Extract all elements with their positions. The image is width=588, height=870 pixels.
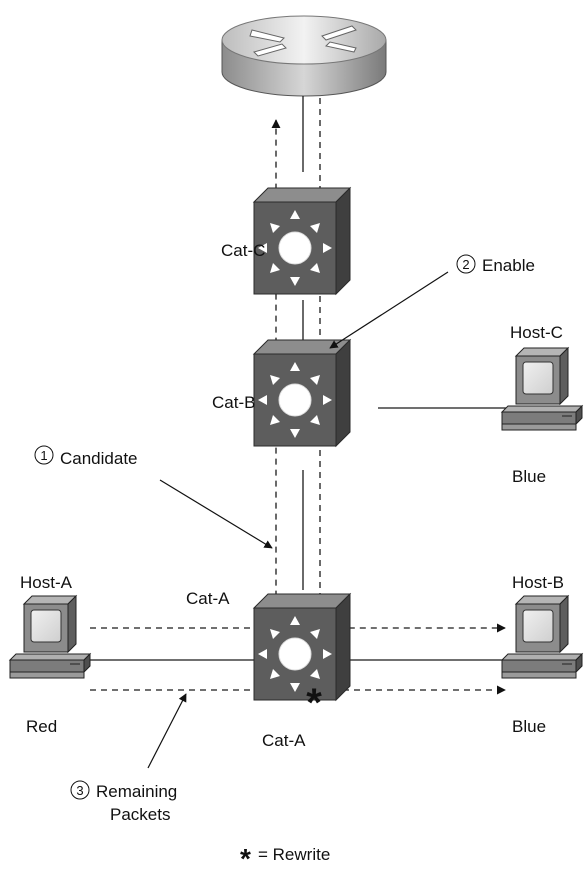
trunk-links (90, 96, 530, 661)
callout-candidate-text: Candidate (60, 449, 138, 468)
label-host-b: Host-B (512, 573, 564, 592)
switch-cat-a-icon (253, 593, 351, 701)
label-host-c: Host-C (510, 323, 563, 342)
callout-remaining-line1: Remaining (96, 782, 177, 801)
label-cat-a-bottom: Cat-A (262, 731, 306, 750)
callout-remaining: 3 Remaining Packets (70, 780, 177, 824)
label-cat-c: Cat-C (221, 241, 265, 260)
callout-enable-text: Enable (482, 256, 535, 275)
label-red: Red (26, 717, 57, 736)
label-host-a: Host-A (20, 573, 73, 592)
switch-cat-b-icon (253, 339, 351, 447)
host-c-workstation-icon (501, 347, 583, 431)
callout-remaining-number: 3 (76, 783, 83, 798)
legend-symbol: * (240, 843, 251, 870)
candidate-path (90, 119, 281, 629)
callout-remaining-line2: Packets (110, 805, 170, 824)
host-b-workstation-icon (501, 595, 583, 679)
label-cat-a-top: Cat-A (186, 589, 230, 608)
callout-arrows (147, 271, 449, 769)
label-cat-b: Cat-B (212, 393, 255, 412)
switch-cat-c-icon (253, 187, 351, 295)
router-icon (221, 15, 387, 97)
label-blue-host-b: Blue (512, 717, 546, 736)
host-a-workstation-icon (9, 595, 91, 679)
callout-candidate: 1 Candidate (34, 445, 138, 468)
legend-text: = Rewrite (258, 845, 330, 864)
callout-candidate-number: 1 (40, 448, 47, 463)
callout-enable: 2 Enable (456, 254, 535, 275)
callout-enable-number: 2 (462, 257, 469, 272)
legend: * = Rewrite (240, 843, 330, 870)
rewrite-marker: * (306, 681, 322, 725)
label-blue-host-c: Blue (512, 467, 546, 486)
